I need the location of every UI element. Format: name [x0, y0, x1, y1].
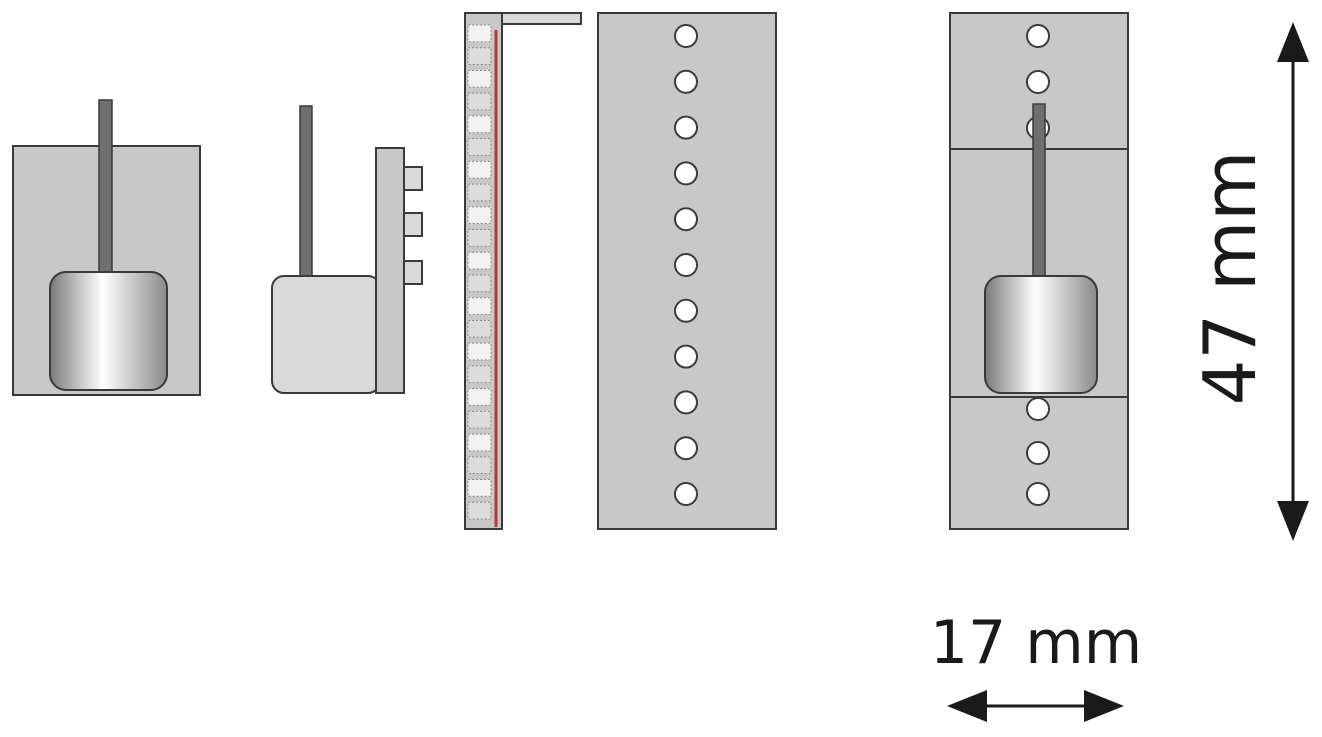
assembly-hole-bottom [1026, 482, 1050, 506]
weight-cylinder [49, 271, 168, 391]
bracket-tab-2 [403, 212, 423, 237]
rail-segment [467, 69, 492, 88]
strip-hole [674, 390, 698, 415]
rail-segment [467, 24, 492, 43]
height-dimension: 47 mm [1188, 22, 1309, 541]
strip-hole [674, 115, 698, 140]
rod [98, 99, 113, 276]
assembly-holes [1026, 24, 1050, 506]
strip-hole [674, 344, 698, 369]
assembly-hole-bottom [1026, 441, 1050, 465]
rail-segment [467, 365, 492, 384]
rail-segment [467, 388, 492, 406]
bracket-tab-3 [403, 260, 423, 285]
rail-segment [467, 342, 492, 361]
rail-segment [467, 501, 492, 520]
rail-segment [467, 410, 492, 429]
width-dimension: 17 mm [930, 608, 1142, 722]
strip-hole [674, 253, 698, 277]
strip-hole [674, 482, 698, 506]
strip-hole [674, 207, 698, 232]
rail-profile [464, 12, 582, 530]
rail-segment [467, 206, 492, 225]
assembly-hole-top [1026, 70, 1050, 94]
weight-block-front [12, 99, 201, 396]
width-label: 17 mm [930, 608, 1142, 678]
rail-segment [467, 433, 492, 452]
assembly-weight-cylinder [984, 275, 1098, 394]
bracket-back-plate [375, 147, 405, 394]
rail-segment [467, 115, 492, 134]
arrow-down-icon [1277, 501, 1309, 541]
assembly-hole-bottom [1026, 397, 1050, 421]
assembled-unit [949, 12, 1129, 530]
bracket-body [271, 275, 381, 394]
rail-segment [467, 138, 492, 156]
rail-segment [467, 274, 492, 293]
assembly-rod [1032, 103, 1046, 280]
arrow-up-icon [1277, 22, 1309, 62]
rail-segment [467, 297, 492, 315]
rail-segment [467, 456, 492, 475]
bracket-rod [299, 105, 313, 279]
bracket-side-view [271, 105, 423, 394]
arrow-right-icon [1084, 690, 1124, 722]
strip-hole [674, 298, 698, 323]
rail-top-lip [489, 12, 582, 25]
rail-segment [467, 229, 492, 247]
rail-segment [467, 92, 492, 111]
perforated-strip [597, 12, 777, 530]
strip-hole [674, 161, 698, 186]
rail-segment [467, 160, 492, 179]
strip-hole [674, 69, 698, 94]
height-label: 47 mm [1188, 151, 1272, 406]
rail-segment [467, 319, 492, 338]
rail-segment [467, 479, 492, 497]
strip-hole [674, 24, 698, 48]
strip-holes [674, 24, 698, 506]
bracket-tab-1 [403, 166, 423, 191]
arrow-left-icon [947, 690, 987, 722]
rail-segment [467, 47, 492, 65]
rail-segment [467, 251, 492, 270]
rail-segments [467, 24, 492, 520]
strip-hole [674, 436, 698, 461]
rail-segment [467, 183, 492, 202]
assembly-hole-top [1026, 24, 1050, 48]
